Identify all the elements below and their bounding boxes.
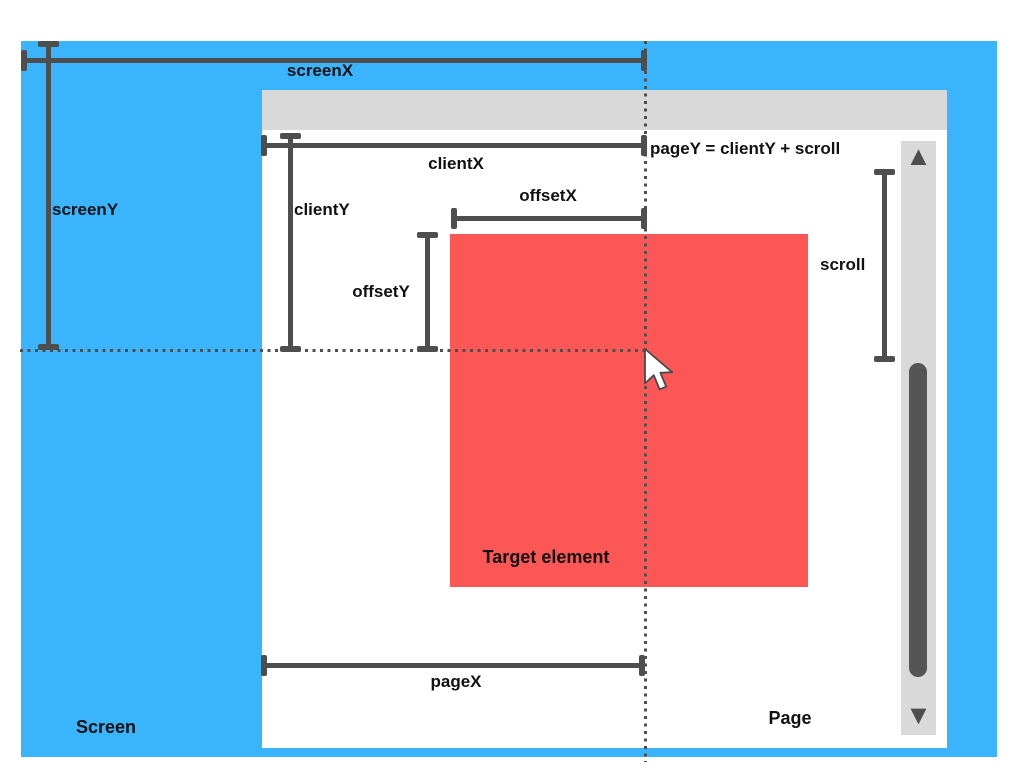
offsety-measure-line xyxy=(417,232,438,352)
screenx-measure-line xyxy=(21,50,647,71)
screeny-label: screenY xyxy=(52,200,119,219)
clienty-label: clientY xyxy=(294,200,350,219)
scroll-down-icon[interactable]: ▼ xyxy=(905,700,932,730)
screenx-label: screenX xyxy=(286,61,354,80)
target-element-label: Target element xyxy=(482,547,610,567)
page-label: Page xyxy=(768,708,812,728)
scrollbar-thumb[interactable] xyxy=(909,363,927,677)
crosshair-vertical-dotted-line xyxy=(644,41,647,762)
pagex-measure-line xyxy=(261,655,645,676)
clientx-label: clientX xyxy=(428,154,484,173)
scroll-measure-line xyxy=(874,169,895,362)
pagex-label: pageX xyxy=(430,672,482,691)
clientx-measure-line xyxy=(261,135,647,156)
clienty-measure-line xyxy=(280,133,301,352)
mouse-cursor-icon xyxy=(643,347,675,398)
offsetx-measure-line xyxy=(451,208,647,229)
browser-toolbar xyxy=(262,90,947,130)
scroll-label: scroll xyxy=(820,255,866,274)
screen-label: Screen xyxy=(76,717,137,737)
offsetx-label: offsetX xyxy=(519,186,577,205)
target-element xyxy=(450,234,808,587)
scroll-up-icon[interactable]: ▲ xyxy=(905,141,932,171)
crosshair-horizontal-dotted-line xyxy=(20,349,645,352)
pagey-formula-label: pageY = clientY + scroll xyxy=(650,139,841,158)
screeny-measure-line xyxy=(38,41,59,350)
offsety-label: offsetY xyxy=(352,282,410,301)
